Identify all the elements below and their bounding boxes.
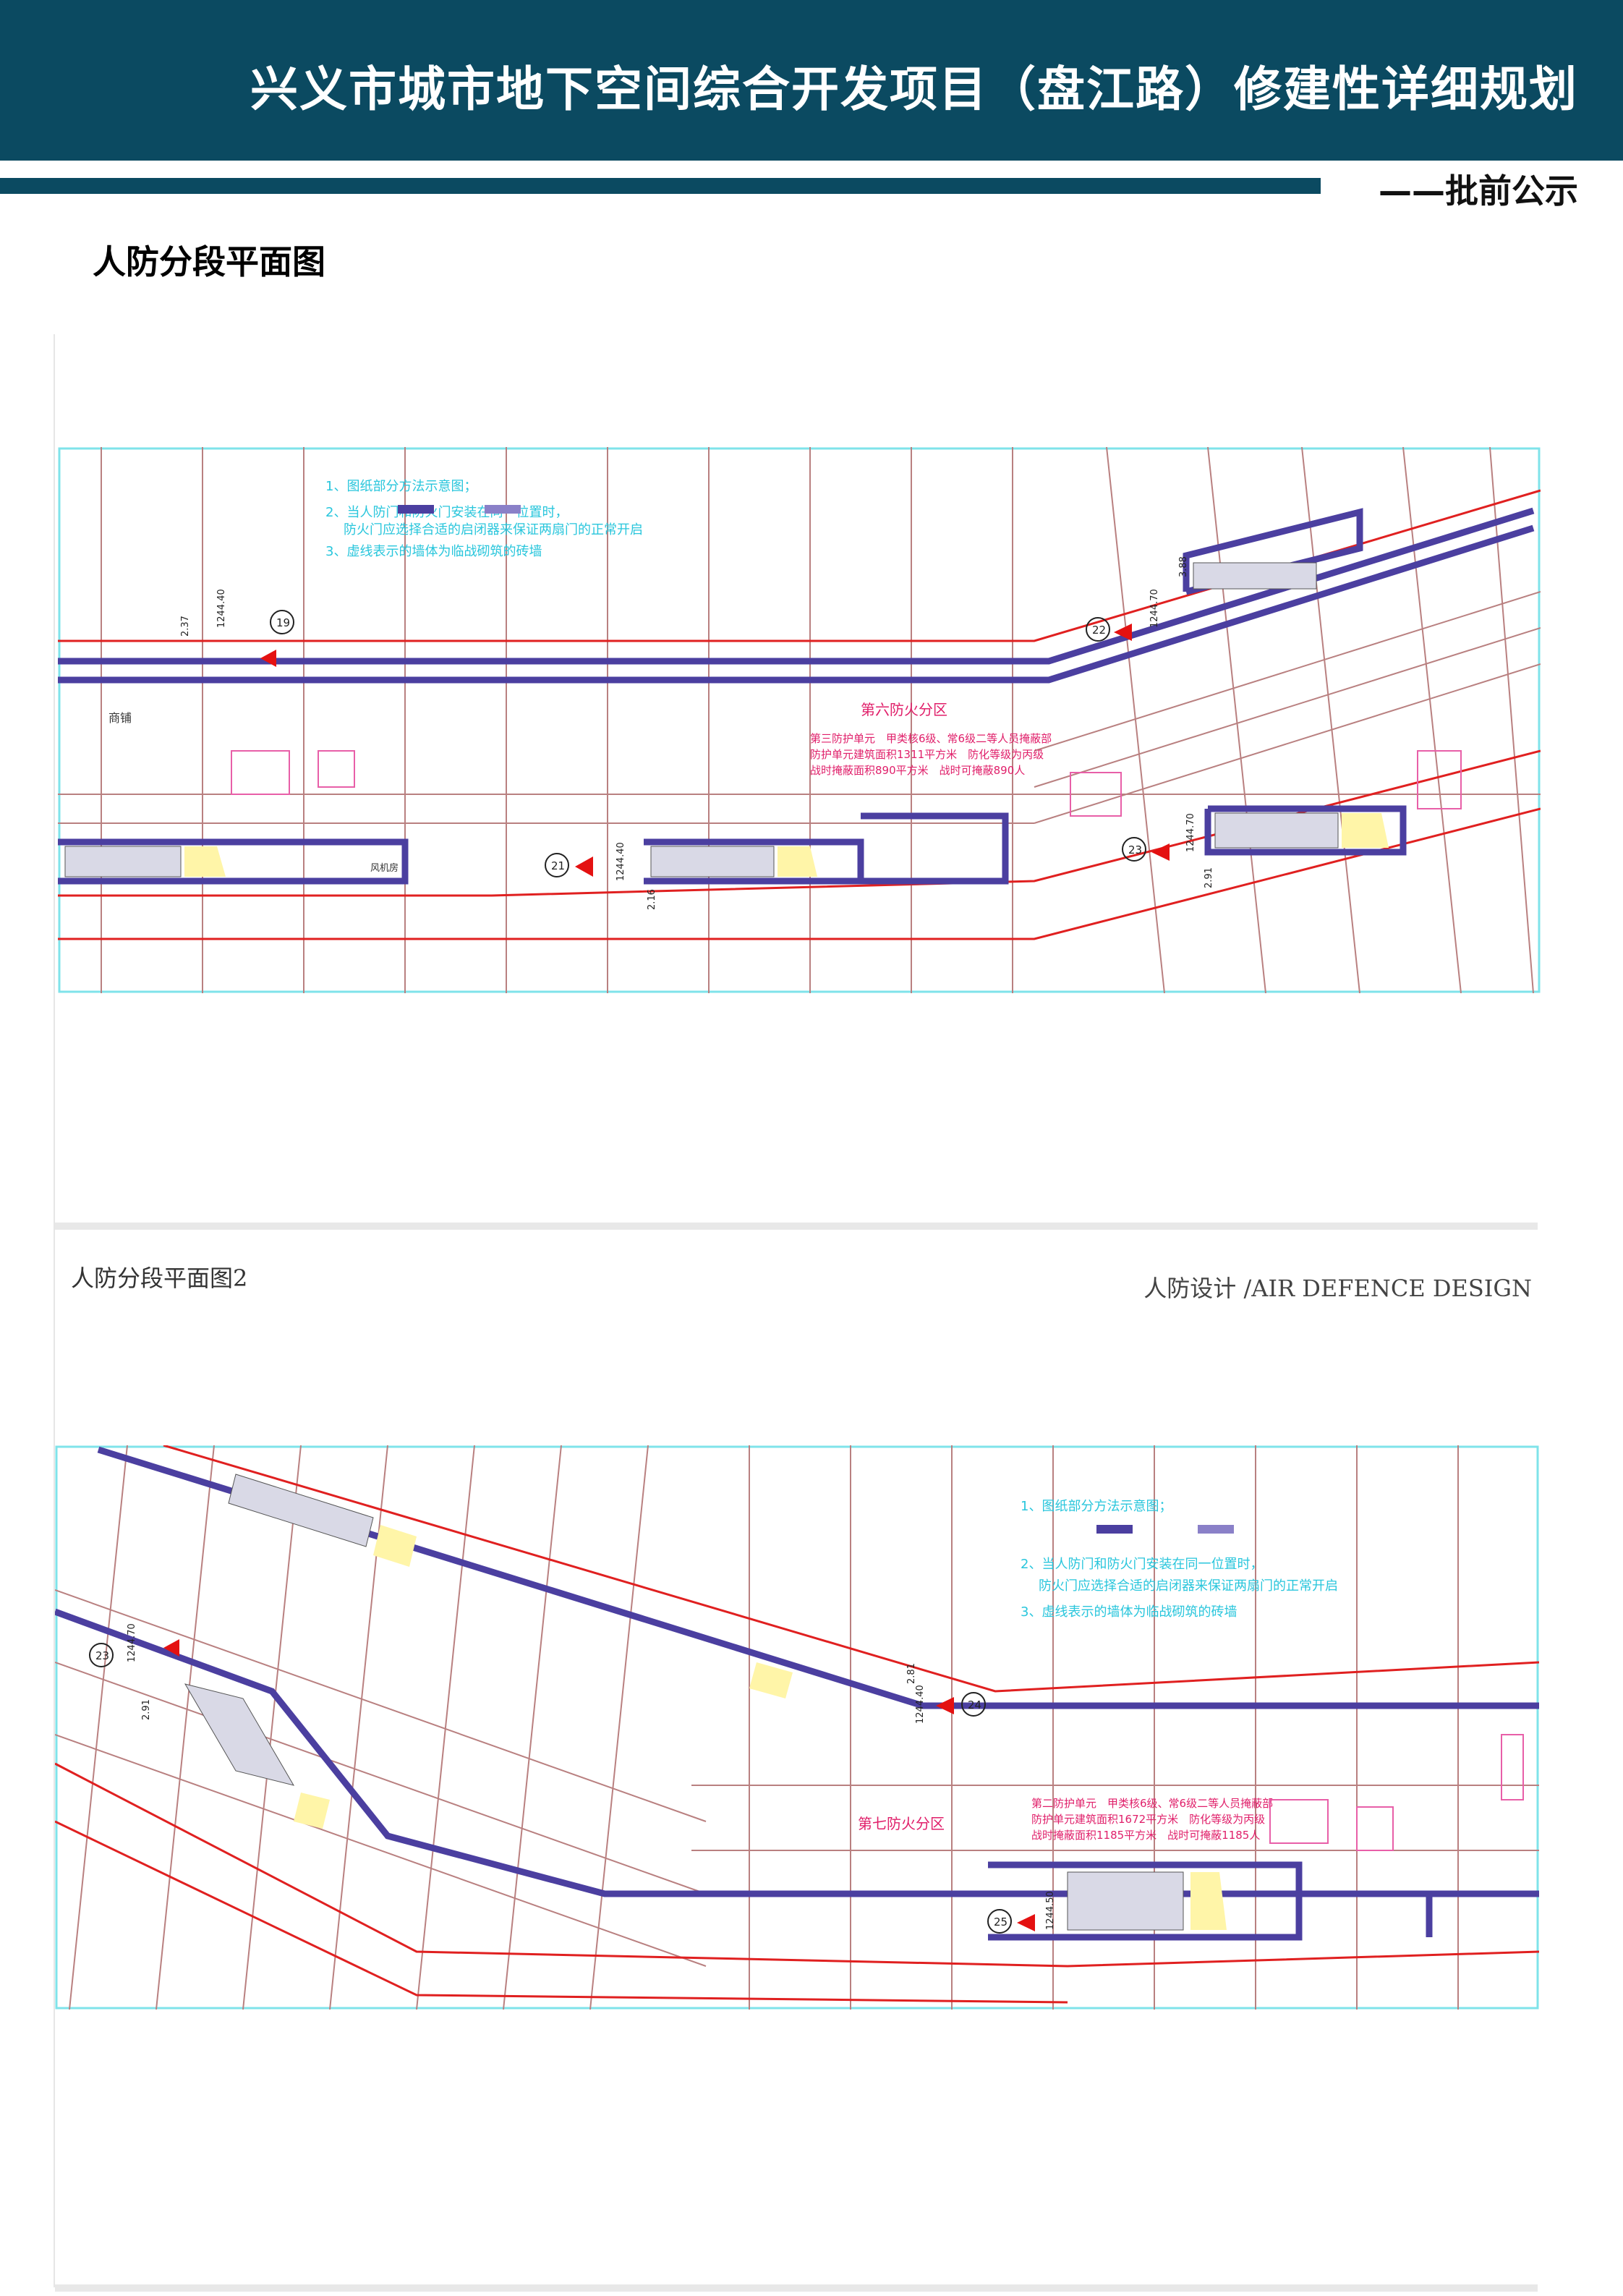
station-marker: 22 1244.70 3.88 [1086, 556, 1189, 642]
plan-2-note-4: 3、虚线表示的墙体为临战砌筑的砖墙 [1021, 1604, 1237, 1620]
plan-1-legend-swatch [398, 505, 434, 514]
dimension-label: 2.81 [906, 1663, 917, 1684]
station-marker: 23 1244.70 2.91 [1122, 813, 1214, 888]
plan-2-stairs [184, 1474, 1184, 1931]
plan-2-notes: 1、图纸部分方法示意图； 2、当人防门和防火门安装在同一位置时， 防火门应选择合… [1021, 1499, 1338, 1620]
plan-2-unit-line-2: 防护单元建筑面积1672平方米 防化等级为丙级 [1031, 1813, 1265, 1826]
marker-arrow-icon [1151, 843, 1170, 861]
plan-2-caption: 人防分段平面图2 [71, 1264, 248, 1292]
plan-drawing-1: 1、图纸部分方法示意图； 2、当人防门和防火门安装在同一位置时， 防火门应选择合… [58, 447, 1541, 993]
plan-1-note-1: 1、图纸部分方法示意图； [325, 479, 477, 494]
station-circle-icon [1086, 617, 1110, 642]
plan-1-unit-line-2: 防护单元建筑面积1311平方米 防化等级为丙级 [810, 748, 1044, 761]
elevation-label: 1244.50 [1045, 1891, 1056, 1930]
station-number: 22 [1092, 624, 1106, 637]
marker-arrow-icon [1017, 1914, 1035, 1931]
marker-arrow-icon [936, 1697, 954, 1714]
station-number: 25 [994, 1916, 1008, 1929]
station-marker: 25 1244.50 [987, 1891, 1056, 1934]
station-number: 24 [968, 1698, 981, 1712]
station-marker: 23 1244.70 2.91 [89, 1623, 179, 1720]
plan-2-yellow-zones [294, 1525, 1227, 1930]
section-title: 人防分段平面图 [93, 242, 325, 281]
dimension-label: 2.37 [180, 616, 191, 637]
station-circle-icon [987, 1909, 1012, 1934]
marker-arrow-icon [260, 650, 276, 667]
plan-2-zone-label: 第七防火分区 [858, 1815, 945, 1832]
plan-1-station-markers: 19 1244.40 2.37 21 1244.40 2.16 22 1244.… [180, 556, 1214, 910]
plan-1-unit-text: 第三防护单元 甲类核6级、常6级二等人员掩蔽部 防护单元建筑面积1311平方米 … [810, 732, 1052, 777]
elevation-label: 1244.70 [127, 1623, 137, 1662]
marker-arrow-icon [575, 856, 593, 877]
plan-2-station-markers: 23 1244.70 2.91 24 1244.40 2.81 25 1244.… [89, 1623, 1056, 1934]
plan-1-grid [58, 447, 1541, 993]
header-bar [0, 0, 1623, 161]
plan-1-frame [58, 447, 1541, 993]
station-circle-icon [961, 1692, 986, 1717]
plan-1-zone-label: 第六防火分区 [861, 701, 947, 718]
plan-1-unit-line-1: 第三防护单元 甲类核6级、常6级二等人员掩蔽部 [810, 732, 1052, 745]
marker-arrow-icon [1114, 624, 1132, 641]
plan-1-legend-swatch [485, 505, 521, 514]
plan-1-yellow-zones [184, 813, 1389, 877]
plan-1-unit-line-3: 战时掩蔽面积890平方米 战时可掩蔽890人 [810, 764, 1025, 777]
plan-2-legend-swatch [1198, 1525, 1234, 1534]
station-circle-icon [1122, 837, 1146, 862]
plan-2-frame [55, 1445, 1539, 2010]
plan-2-svg: 1、图纸部分方法示意图； 2、当人防门和防火门安装在同一位置时， 防火门应选择合… [55, 1445, 1539, 2010]
station-circle-icon [270, 610, 294, 634]
plan-2-grid [55, 1445, 1539, 2010]
dimension-label: 2.16 [647, 889, 657, 910]
plan-drawing-2: 1、图纸部分方法示意图； 2、当人防门和防火门安装在同一位置时， 防火门应选择合… [55, 1445, 1539, 2010]
plan-1-svg: 1、图纸部分方法示意图； 2、当人防门和防火门安装在同一位置时， 防火门应选择合… [58, 447, 1541, 993]
plan-2-unit-line-1: 第二防护单元 甲类核6级、常6级二等人员掩蔽部 [1031, 1797, 1273, 1810]
plan-2-note-1: 1、图纸部分方法示意图； [1021, 1499, 1172, 1514]
station-marker: 21 1244.40 2.16 [545, 842, 657, 910]
dimension-label: 3.88 [1178, 556, 1189, 577]
station-circle-icon [545, 853, 569, 877]
elevation-label: 1244.70 [1149, 589, 1160, 628]
plan-1-note-3: 防火门应选择合适的启闭器来保证两扇门的正常开启 [344, 522, 643, 537]
design-caption: 人防设计 /AIR DEFENCE DESIGN [1143, 1275, 1532, 1302]
page-title: 兴义市城市地下空间综合开发项目（盘江路）修建性详细规划 [250, 61, 1578, 117]
dimension-label: 2.91 [1204, 867, 1214, 888]
plan-1-room-label: 风机房 [370, 862, 399, 874]
bottom-divider [55, 2284, 1538, 2292]
section-divider [55, 1223, 1538, 1230]
station-number: 19 [276, 616, 290, 629]
marker-arrow-icon [163, 1639, 179, 1657]
left-rule [54, 334, 55, 2287]
plan-2-rooms [1269, 1734, 1524, 1851]
plan-2-unit-line-3: 战时掩蔽面积1185平方米 战时可掩蔽1185人 [1031, 1829, 1260, 1842]
plan-2-legend-swatch [1096, 1525, 1133, 1534]
elevation-label: 1244.40 [915, 1685, 926, 1724]
plan-1-notes: 1、图纸部分方法示意图； 2、当人防门和防火门安装在同一位置时， 防火门应选择合… [325, 479, 643, 559]
station-marker: 24 1244.40 2.81 [906, 1663, 986, 1724]
station-number: 23 [1128, 843, 1142, 856]
sub-bar [0, 178, 1321, 194]
publication-tag: ——批前公示 [1379, 171, 1578, 211]
plan-2-note-3: 防火门应选择合适的启闭器来保证两扇门的正常开启 [1039, 1578, 1338, 1594]
station-number: 21 [551, 859, 565, 872]
plan-2-road-lines [55, 1445, 1539, 2004]
plan-2-note-2: 2、当人防门和防火门安装在同一位置时， [1021, 1557, 1263, 1572]
station-circle-icon [89, 1643, 114, 1667]
plan-2-walls [55, 1446, 1539, 1941]
plan-1-note-4: 3、虚线表示的墙体为临战砌筑的砖墙 [325, 544, 542, 559]
dimension-label: 2.91 [141, 1699, 152, 1720]
station-marker: 19 1244.40 2.37 [180, 589, 294, 667]
plan-1-note-2: 2、当人防门和防火门安装在同一位置时， [325, 505, 568, 520]
plan-1-rooms [231, 750, 1462, 817]
station-number: 23 [95, 1649, 109, 1662]
plan-2-unit-text: 第二防护单元 甲类核6级、常6级二等人员掩蔽部 防护单元建筑面积1672平方米 … [1031, 1797, 1273, 1842]
plan-1-side-label: 商铺 [108, 711, 132, 725]
elevation-label: 1244.70 [1185, 813, 1196, 852]
elevation-label: 1244.40 [216, 589, 227, 628]
plan-1-stairs [64, 562, 1339, 877]
elevation-label: 1244.40 [615, 842, 626, 881]
